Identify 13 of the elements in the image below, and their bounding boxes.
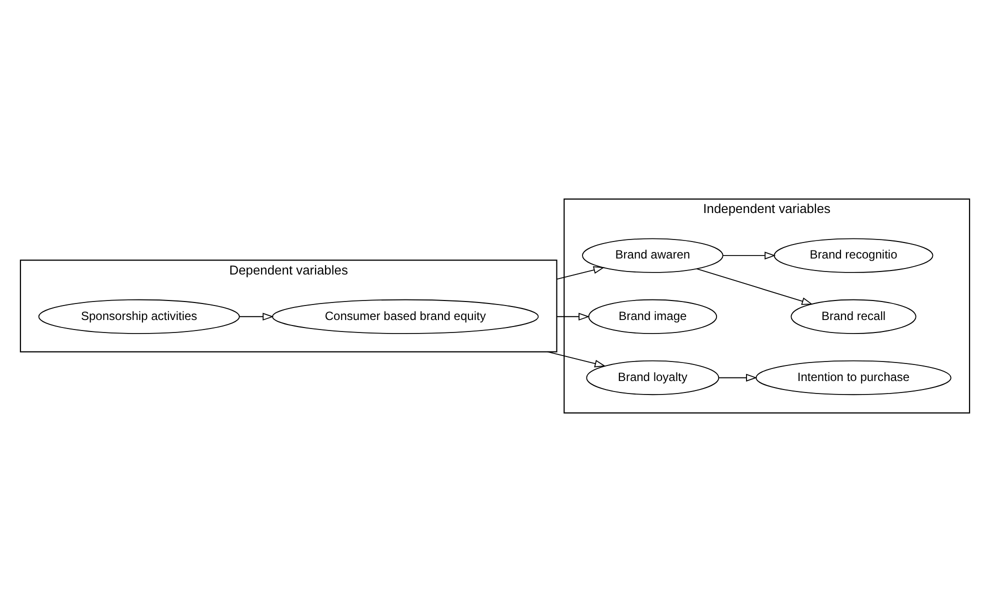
node-ellipse: Sponsorship activities — [38, 299, 240, 334]
node-ellipse: Consumer based brand equity — [272, 299, 539, 334]
arrow — [722, 252, 776, 260]
node-ellipse: Brand recall — [790, 299, 916, 334]
arrow — [547, 351, 606, 368]
node-ellipse: Brand recognitio — [774, 238, 934, 273]
arrow — [238, 312, 274, 321]
arrow — [718, 374, 758, 382]
arrow — [696, 268, 813, 305]
arrow — [556, 266, 605, 280]
arrow — [556, 312, 590, 321]
node-ellipse: Intention to purchase — [756, 360, 952, 396]
node-ellipse: Brand image — [588, 299, 718, 334]
